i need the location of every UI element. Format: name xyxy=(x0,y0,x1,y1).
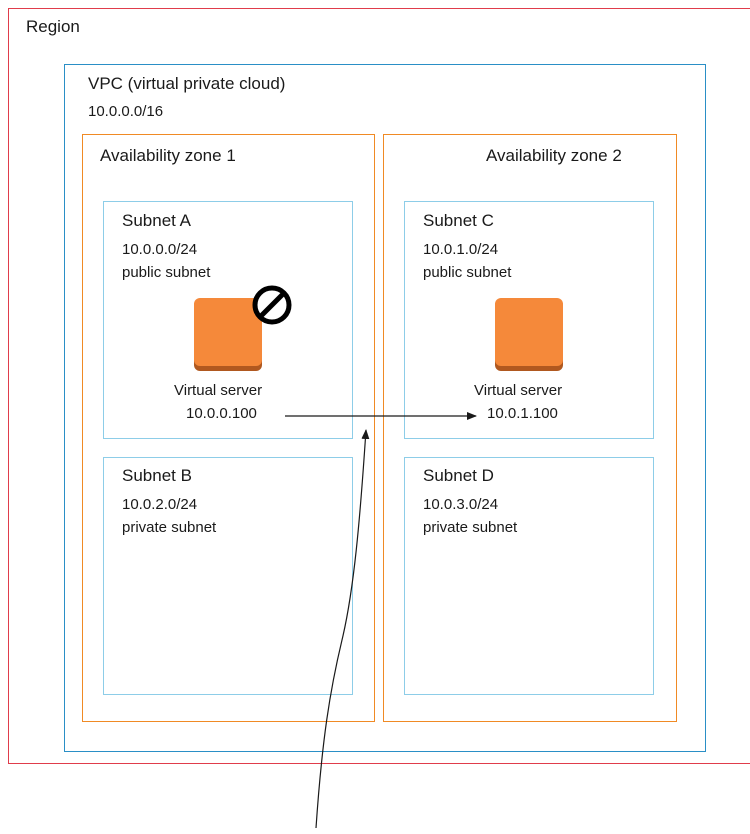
region-boundary xyxy=(8,8,750,764)
availability-zone-2 xyxy=(383,134,677,722)
availability-zone-1 xyxy=(82,134,375,722)
subnet-a-type: public subnet xyxy=(122,264,211,281)
subnet-c xyxy=(404,201,654,439)
subnet-d-cidr: 10.0.3.0/24 xyxy=(423,496,499,513)
server-c-ip: 10.0.1.100 xyxy=(487,405,558,422)
subnet-c-cidr: 10.0.1.0/24 xyxy=(423,241,499,258)
availability-zone-2-label: Availability zone 2 xyxy=(486,146,622,165)
server-c-icon xyxy=(495,298,563,366)
subnet-b-type: private subnet xyxy=(122,519,217,536)
subnet-a xyxy=(103,201,353,439)
subnet-d-type: private subnet xyxy=(423,519,518,536)
vpc-cidr: 10.0.0.0/16 xyxy=(88,103,164,120)
subnet-b xyxy=(103,457,353,695)
server-a-label: Virtual server xyxy=(174,382,263,399)
prohibited-icon xyxy=(252,285,292,325)
subnet-d-name: Subnet D xyxy=(423,466,494,485)
server-c-label: Virtual server xyxy=(474,382,563,399)
subnet-a-cidr: 10.0.0.0/24 xyxy=(122,241,198,258)
subnet-b-name: Subnet B xyxy=(122,466,192,485)
subnet-c-name: Subnet C xyxy=(423,211,494,230)
subnet-a-name: Subnet A xyxy=(122,211,192,230)
vpc-title: VPC (virtual private cloud) xyxy=(88,74,286,93)
incoming-traffic-arrow xyxy=(315,429,370,829)
subnet-d xyxy=(404,457,654,695)
availability-zone-1-label: Availability zone 1 xyxy=(100,146,236,165)
subnet-c-type: public subnet xyxy=(423,264,512,281)
server-a-icon xyxy=(194,298,262,366)
region-label: Region xyxy=(26,17,80,36)
subnet-b-cidr: 10.0.2.0/24 xyxy=(122,496,198,513)
vpc-boundary xyxy=(64,64,706,752)
server-a-ip: 10.0.0.100 xyxy=(186,405,257,422)
